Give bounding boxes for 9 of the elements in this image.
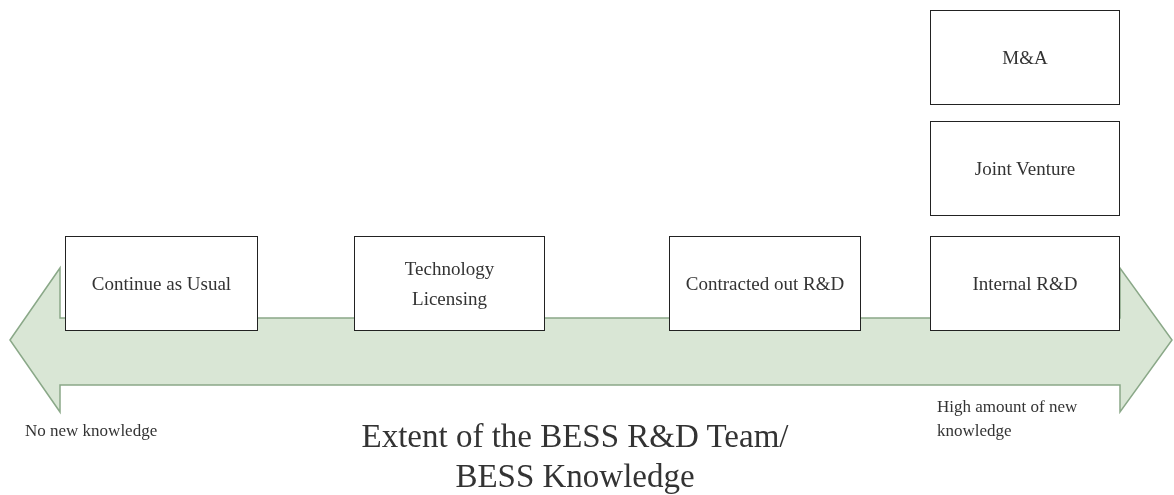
scale-end-label: No new knowledge — [25, 420, 159, 442]
option-box: Continue as Usual — [65, 236, 258, 331]
option-box: M&A — [930, 10, 1120, 105]
option-box: Internal R&D — [930, 236, 1120, 331]
option-box: Contracted out R&D — [669, 236, 861, 331]
axis-title: Extent of the BESS R&D Team/ BESS Knowledge — [360, 417, 790, 495]
scale-end-label: High amount of new knowledge — [937, 396, 1079, 442]
option-box: Joint Venture — [930, 121, 1120, 216]
option-box: Technology Licensing — [354, 236, 545, 331]
